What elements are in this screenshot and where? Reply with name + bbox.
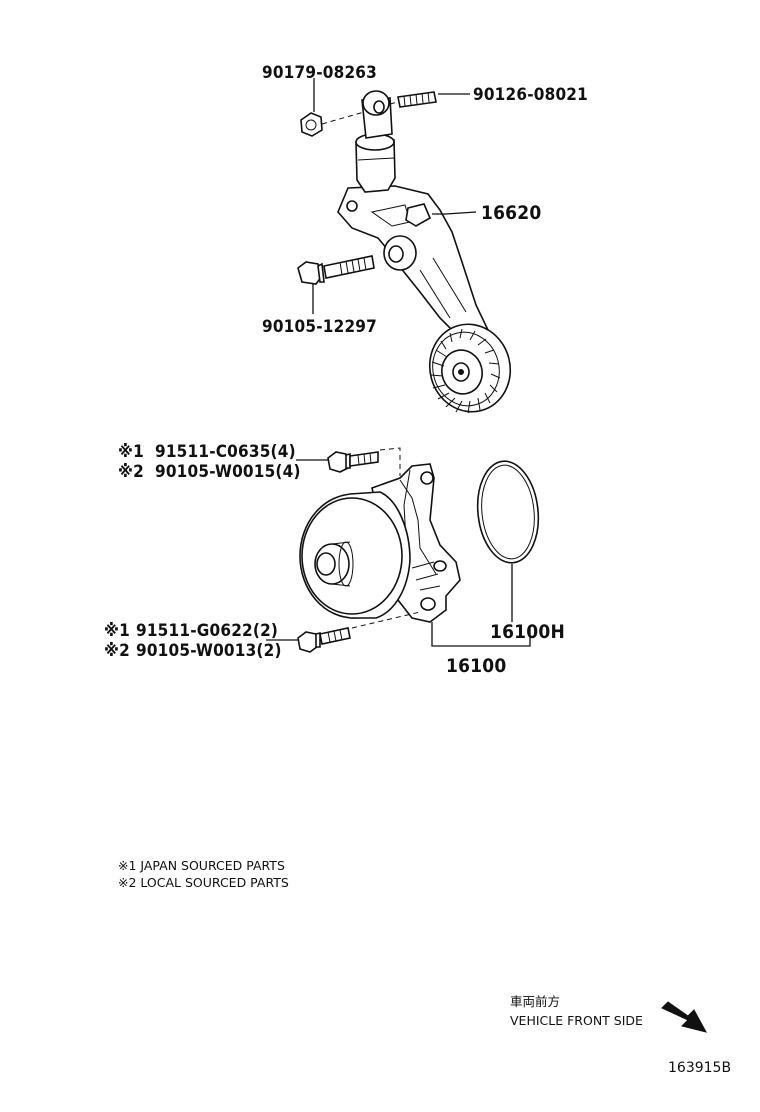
callout-nut: 90179-08263 xyxy=(262,63,377,83)
pulley-ribs xyxy=(430,328,501,414)
idler-pulley xyxy=(428,323,512,414)
nut-90179-08263 xyxy=(300,111,365,137)
bolt-lower xyxy=(297,611,421,653)
callout-bolt-lower-jp: 91511-G0622(2) xyxy=(136,621,278,641)
vehicle-front-arrow-icon xyxy=(661,1001,707,1033)
callout-upper-mark-2: ※2 xyxy=(118,462,144,482)
callout-lower-mark-1: ※1 xyxy=(104,621,130,641)
callout-bolt-upper-jp: 91511-C0635(4) xyxy=(155,442,296,462)
bolt-90105-12297 xyxy=(297,255,375,285)
callout-tensioner: 16620 xyxy=(481,202,541,224)
stud-90126-08021 xyxy=(389,91,437,108)
legend-japan-sourced: ※1 JAPAN SOURCED PARTS xyxy=(118,858,285,873)
bolt-upper xyxy=(327,447,401,476)
vehicle-front-label: VEHICLE FRONT SIDE xyxy=(510,1013,643,1028)
gasket-16100H xyxy=(476,460,540,564)
water-pump-assembly xyxy=(299,463,461,623)
callout-bolt: 90105-12297 xyxy=(262,317,377,337)
callout-upper-mark-1: ※1 xyxy=(118,442,144,462)
callout-bolt-upper-local: 90105-W0015(4) xyxy=(155,462,301,482)
callout-lower-mark-2: ※2 xyxy=(104,641,130,661)
legend-local-sourced: ※2 LOCAL SOURCED PARTS xyxy=(118,875,289,890)
callout-water-pump: 16100 xyxy=(446,655,506,677)
callout-bolt-lower-local: 90105-W0013(2) xyxy=(136,641,282,661)
tensioner-assembly xyxy=(337,90,512,414)
callout-gasket: 16100H xyxy=(490,621,565,643)
callout-stud: 90126-08021 xyxy=(473,85,588,105)
vehicle-front-japanese: 車両前方 xyxy=(510,994,560,1009)
illustration-code: 163915B xyxy=(668,1060,731,1076)
